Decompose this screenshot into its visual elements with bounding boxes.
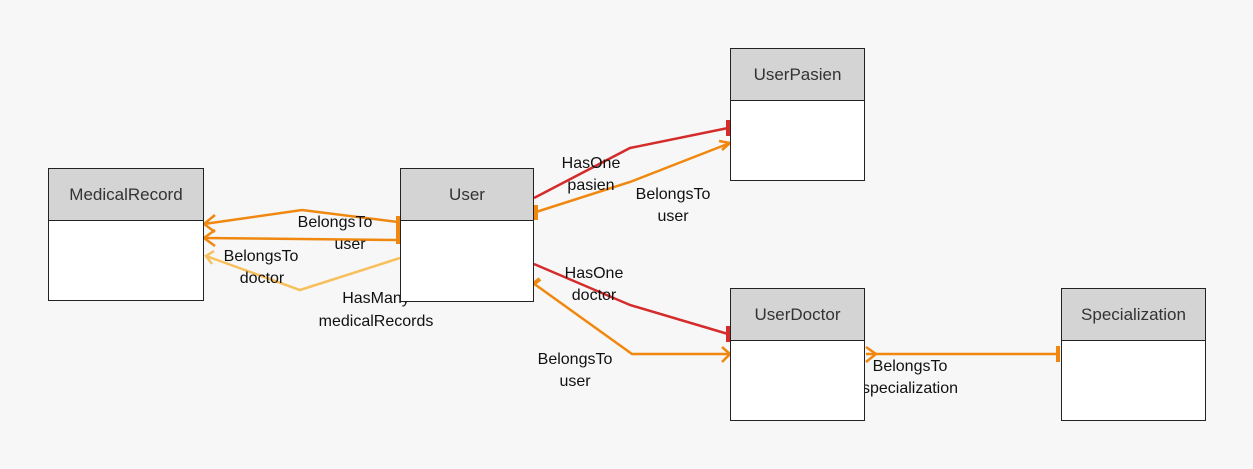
crowfoot-marker — [865, 345, 879, 363]
edge-doctor-user[interactable] — [532, 281, 730, 356]
edge-user-pasien[interactable] — [533, 126, 729, 200]
edge-medicalrecord-doctor[interactable] — [203, 236, 399, 242]
entity-user-pasien[interactable]: UserPasien — [730, 48, 865, 181]
edge-medicalrecord-user[interactable] — [203, 208, 399, 226]
label-mr-user-type: BelongsTo — [298, 214, 373, 231]
label-user-doctor-name: doctor — [572, 287, 617, 304]
entity-user[interactable]: User — [400, 168, 534, 302]
label-user-doctor-type: HasOne — [565, 265, 624, 282]
label-doctor-spec-type: BelongsTo — [873, 358, 948, 375]
edge-user-doctor[interactable] — [533, 262, 729, 336]
entity-title: MedicalRecord — [49, 169, 203, 221]
label-doctor-user-type: BelongsTo — [538, 351, 613, 368]
label-pasien-user-type: BelongsTo — [636, 186, 711, 203]
crowfoot-marker — [201, 214, 216, 234]
label-doctor-user-name: user — [559, 373, 591, 390]
edge-user-medicalrecords[interactable] — [205, 254, 401, 292]
label-user-mr-type: HasMany — [342, 290, 410, 307]
entity-title: UserPasien — [731, 49, 864, 101]
crowfoot-marker — [204, 249, 215, 265]
entity-title: Specialization — [1062, 289, 1205, 341]
label-user-pasien-name: pasien — [567, 177, 614, 194]
label-doctor-spec-name: specialization — [862, 380, 958, 397]
entity-title: UserDoctor — [731, 289, 864, 341]
label-user-pasien-type: HasOne — [562, 155, 621, 172]
label-pasien-user-name: user — [657, 208, 689, 225]
entity-specialization[interactable]: Specialization — [1061, 288, 1206, 421]
label-mr-doctor-name: doctor — [240, 270, 285, 287]
label-user-mr-name: medicalRecords — [319, 313, 434, 330]
entity-user-doctor[interactable]: UserDoctor — [730, 288, 865, 421]
label-mr-user-name: user — [334, 236, 366, 253]
entity-medical-record[interactable]: MedicalRecord — [48, 168, 204, 301]
label-mr-doctor-type: BelongsTo — [224, 248, 299, 265]
entity-title: User — [401, 169, 533, 221]
crowfoot-marker — [201, 228, 216, 248]
edge-pasien-user[interactable] — [535, 141, 731, 214]
